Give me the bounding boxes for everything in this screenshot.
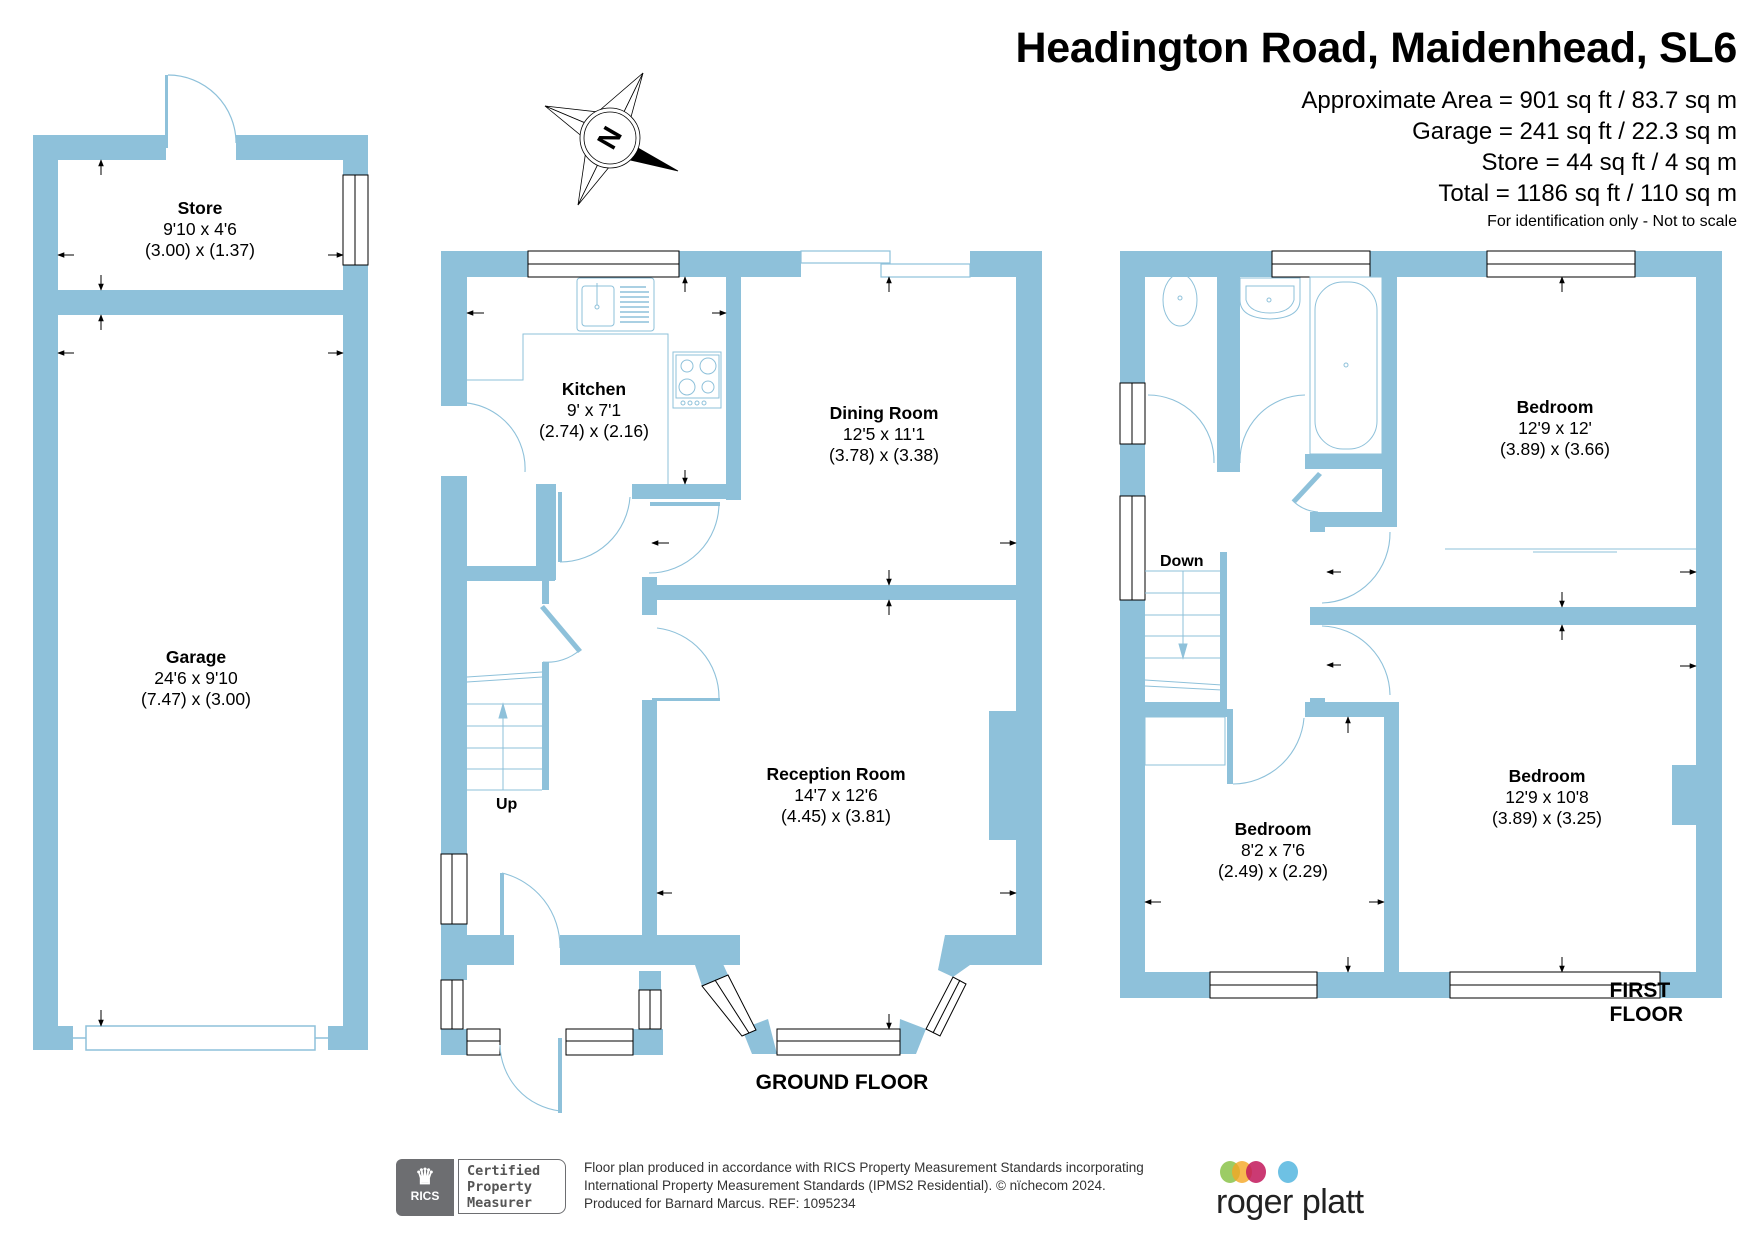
rics-logo: ♛ RICS — [396, 1159, 454, 1216]
room-imperial: 12'9 x 12' — [1518, 418, 1592, 438]
room-imperial: 8'2 x 7'6 — [1240, 840, 1306, 860]
room-imperial: 9' x 7'1 — [566, 400, 622, 420]
rics-badge: ♛ RICS Certified Property Measurer — [396, 1159, 574, 1216]
property-address-title: Headington Road, Maidenhead, SL6 — [1015, 24, 1738, 72]
rics-lion-icon: ♛ — [415, 1164, 435, 1189]
area-summary: Approximate Area = 901 sq ft / 83.7 sq m… — [1301, 85, 1737, 209]
brand-dot-icon — [1278, 1161, 1298, 1183]
room-metric: (3.00) x (1.37) — [145, 240, 255, 260]
rics-cert-line: Certified — [467, 1163, 541, 1179]
toilet-icon — [1162, 273, 1198, 327]
dining-sliding-doors — [800, 250, 971, 278]
garage-door — [73, 1025, 328, 1051]
room-bedroom-1: Bedroom 12'9 x 12' (3.89) x (3.66) — [1500, 397, 1610, 460]
room-bedroom-3: Bedroom 8'2 x 7'6 (2.49) x (2.29) — [1218, 819, 1328, 882]
store-door — [165, 74, 237, 148]
rics-cert-line: Measurer — [467, 1195, 533, 1211]
measurement-disclaimer: Floor plan produced in accordance with R… — [584, 1159, 1144, 1213]
room-name: Garage — [165, 647, 227, 667]
measurement-arrows — [57, 159, 1697, 1030]
rics-mark: RICS — [410, 1189, 440, 1203]
room-reception: Reception Room 14'7 x 12'6 (4.45) x (3.8… — [766, 764, 905, 827]
room-imperial: 24'6 x 9'10 — [154, 668, 238, 688]
room-imperial: 12'9 x 10'8 — [1505, 787, 1589, 807]
area-store: Store = 44 sq ft / 4 sq m — [1481, 149, 1737, 176]
room-metric: (2.74) x (2.16) — [539, 421, 649, 441]
ground-stairs — [466, 671, 543, 791]
scale-disclaimer: For identification only - Not to scale — [1487, 213, 1737, 230]
area-approximate: Approximate Area = 901 sq ft / 83.7 sq m — [1301, 87, 1737, 114]
stairs-down-label: Down — [1160, 553, 1204, 570]
room-metric: (3.89) x (3.25) — [1492, 808, 1602, 828]
ground-floor-label: GROUND FLOOR — [755, 1071, 929, 1094]
room-name: Bedroom — [1508, 766, 1586, 786]
disclaimer-line: Produced for Barnard Marcus. REF: 109523… — [584, 1196, 856, 1211]
roger-platt-logo: roger platt — [1216, 1159, 1366, 1221]
room-name: Dining Room — [829, 403, 939, 423]
disclaimer-line: Floor plan produced in accordance with R… — [584, 1160, 1144, 1175]
brand-name: roger platt — [1216, 1183, 1364, 1221]
room-name: Reception Room — [766, 764, 906, 784]
room-metric: (7.47) x (3.00) — [141, 689, 251, 709]
first-floor-walls — [1120, 251, 1722, 998]
first-floor-label: FIRST FLOOR — [1609, 979, 1684, 1026]
compass-north-icon: N — [544, 72, 679, 206]
room-metric: (3.78) x (3.38) — [829, 445, 939, 465]
room-store: Store 9'10 x 4'6 (3.00) x (1.37) — [145, 198, 255, 261]
room-name: Store — [177, 198, 223, 218]
rics-cert-line: Property — [467, 1179, 533, 1195]
stairs-up-label: Up — [496, 796, 518, 813]
ground-floor-walls — [441, 251, 1042, 1055]
room-name: Bedroom — [1234, 819, 1312, 839]
room-bedroom-2: Bedroom 12'9 x 10'8 (3.89) x (3.25) — [1492, 766, 1602, 829]
room-imperial: 9'10 x 4'6 — [163, 219, 237, 239]
outbuilding-walls — [33, 135, 368, 1050]
bathroom-fixtures — [1162, 273, 1696, 553]
first-floor-doors — [1147, 394, 1391, 785]
ground-floor-windows — [440, 250, 967, 1056]
room-metric: (3.89) x (3.66) — [1500, 439, 1610, 459]
rics-certification: Certified Property Measurer — [458, 1159, 566, 1214]
room-name: Kitchen — [561, 379, 627, 399]
room-metric: (2.49) x (2.29) — [1218, 861, 1328, 881]
drainer — [620, 286, 649, 323]
room-metric: (4.45) x (3.81) — [781, 806, 891, 826]
area-total: Total = 1186 sq ft / 110 sq m — [1438, 180, 1737, 207]
first-stairs — [1144, 570, 1226, 766]
disclaimer-line: International Property Measurement Stand… — [584, 1178, 1106, 1193]
room-name: Bedroom — [1516, 397, 1594, 417]
brand-dot-icon — [1246, 1161, 1266, 1183]
room-kitchen: Kitchen 9' x 7'1 (2.74) x (2.16) — [539, 379, 649, 442]
area-garage: Garage = 241 sq ft / 22.3 sq m — [1412, 118, 1737, 145]
room-garage: Garage 24'6 x 9'10 (7.47) x (3.00) — [141, 647, 251, 710]
kitchen-fixtures — [467, 277, 722, 484]
room-imperial: 12'5 x 11'1 — [842, 424, 926, 444]
ground-floor-doors — [440, 401, 720, 1113]
room-dining: Dining Room 12'5 x 11'1 (3.78) x (3.38) — [829, 403, 939, 466]
store-window — [342, 174, 369, 266]
room-imperial: 14'7 x 12'6 — [794, 785, 878, 805]
